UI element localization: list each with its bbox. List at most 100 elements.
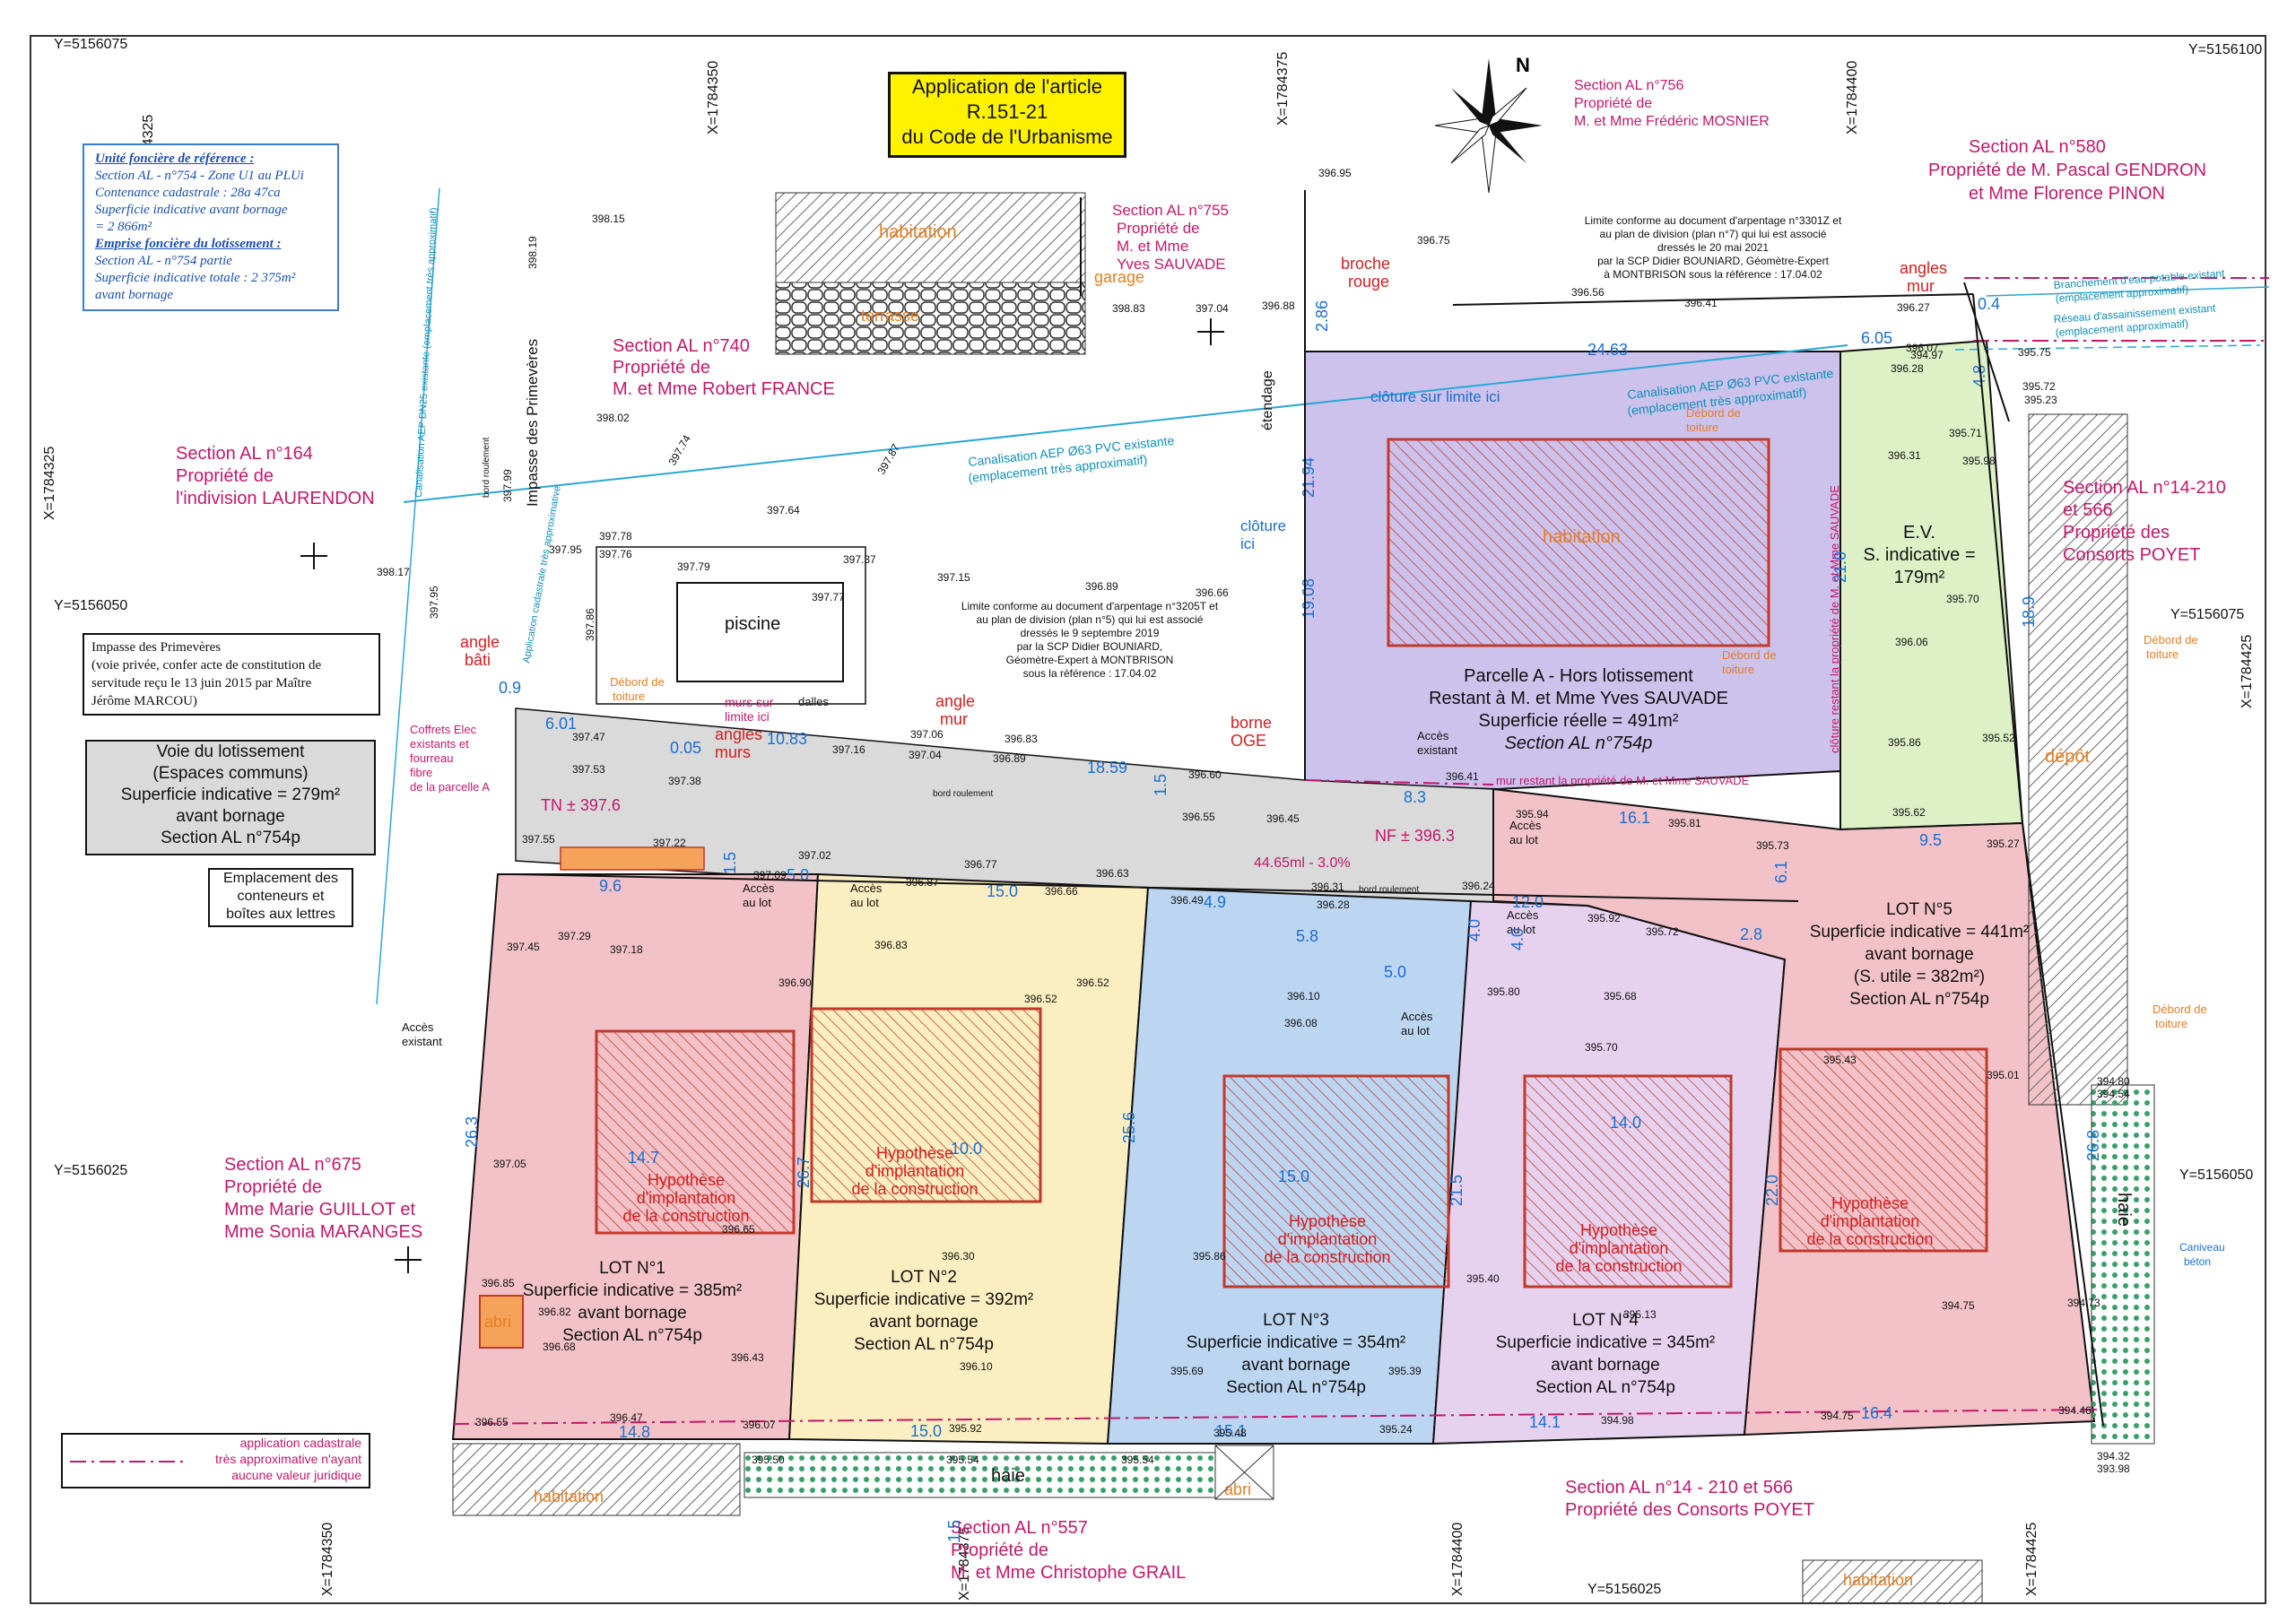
svg-text:Débord de: Débord de (610, 675, 665, 689)
svg-text:rouge: rouge (1348, 273, 1389, 291)
svg-text:angle: angle (935, 692, 975, 710)
svg-text:Canalisation AEP DN25 existant: Canalisation AEP DN25 existante (emplace… (413, 207, 439, 498)
svg-text:fourreau: fourreau (410, 751, 453, 765)
svg-text:l'indivision LAURENDON: l'indivision LAURENDON (176, 489, 375, 508)
svg-text:395.54: 395.54 (946, 1454, 979, 1466)
ref-line: Superficie indicative totale : 2 375m² (95, 271, 296, 285)
svg-text:Y=5156075: Y=5156075 (54, 37, 127, 52)
svg-text:395.23: 395.23 (2024, 394, 2057, 406)
svg-text:395.81: 395.81 (1668, 817, 1701, 829)
svg-text:Propriété des: Propriété des (2063, 523, 2170, 542)
svg-text:21.94: 21.94 (1300, 457, 1318, 498)
svg-text:395.72: 395.72 (2022, 380, 2056, 393)
svg-text:terrasse: terrasse (861, 307, 919, 325)
svg-text:Superficie indicative = 392m²: Superficie indicative = 392m² (814, 1290, 1034, 1309)
svg-text:394.46: 394.46 (2058, 1404, 2092, 1417)
svg-text:ici: ici (1240, 535, 1255, 552)
building-south-west (452, 1443, 741, 1516)
svg-text:10.83: 10.83 (767, 730, 807, 748)
svg-text:394.80: 394.80 (2097, 1075, 2130, 1088)
svg-text:habitation: habitation (1843, 1571, 1913, 1589)
svg-text:396.43: 396.43 (731, 1351, 764, 1364)
svg-text:395.73: 395.73 (1756, 839, 1789, 852)
svg-text:Hypothèse: Hypothèse (1289, 1212, 1366, 1230)
ref-line: Superficie indicative avant bornage (95, 203, 288, 217)
terrasse (775, 282, 1086, 355)
svg-text:clôture: clôture (1240, 517, 1286, 534)
svg-text:toiture: toiture (2146, 647, 2179, 661)
svg-text:397.06: 397.06 (910, 728, 944, 741)
svg-text:abri: abri (1224, 1480, 1251, 1498)
svg-text:16.1: 16.1 (1619, 809, 1650, 827)
article-line-3: du Code de l'Urbanisme (901, 126, 1113, 148)
svg-text:borne: borne (1231, 714, 1272, 732)
svg-text:Section AL n°740: Section AL n°740 (613, 336, 750, 356)
svg-text:Accès: Accès (850, 881, 883, 895)
svg-text:395.70: 395.70 (1946, 593, 1979, 605)
svg-text:395.75: 395.75 (2018, 346, 2051, 359)
svg-text:X=1784350: X=1784350 (320, 1523, 335, 1596)
svg-text:397.45: 397.45 (507, 941, 540, 953)
svg-text:avant bornage: avant bornage (1551, 1356, 1660, 1375)
svg-text:5.0: 5.0 (787, 866, 809, 884)
svg-text:béton: béton (2184, 1255, 2211, 1268)
svg-text:395.92: 395.92 (949, 1422, 982, 1435)
svg-text:X=1784425: X=1784425 (2239, 635, 2255, 708)
article-line-1: Application de l'article (911, 75, 1103, 98)
voie-line: (Espaces communs) (152, 764, 309, 783)
svg-text:396.90: 396.90 (778, 976, 812, 989)
svg-text:dalles: dalles (798, 695, 829, 708)
svg-text:Superficie indicative = 345m²: Superficie indicative = 345m² (1496, 1333, 1716, 1352)
svg-text:397.38: 397.38 (668, 775, 701, 787)
svg-text:395.01: 395.01 (1987, 1069, 2020, 1081)
svg-text:Mme Sonia MARANGES: Mme Sonia MARANGES (224, 1222, 422, 1242)
svg-text:396.60: 396.60 (1188, 768, 1222, 781)
svg-text:haie: haie (991, 1466, 1025, 1486)
svg-text:NF ± 396.3: NF ± 396.3 (1375, 827, 1455, 845)
servitude-line: Jérôme MARCOU) (91, 694, 197, 708)
north-compass: N (1434, 54, 1543, 194)
svg-text:mur: mur (940, 710, 968, 728)
svg-text:16.4: 16.4 (1861, 1404, 1892, 1422)
svg-text:0.4: 0.4 (1978, 295, 2000, 313)
svg-text:397.53: 397.53 (572, 763, 605, 776)
svg-text:Y=5156050: Y=5156050 (54, 598, 127, 613)
svg-text:X=1784400: X=1784400 (1845, 61, 1860, 135)
svg-text:Débord de: Débord de (1722, 648, 1777, 662)
svg-text:Débord de: Débord de (1686, 406, 1741, 420)
svg-text:22.0: 22.0 (1763, 1175, 1781, 1206)
svg-text:396.52: 396.52 (1076, 976, 1109, 989)
voie-line: Superficie indicative = 279m² (120, 785, 341, 804)
svg-text:396.08: 396.08 (1284, 1017, 1318, 1029)
svg-text:de la parcelle A: de la parcelle A (410, 780, 490, 794)
abri-south (1214, 1445, 1274, 1500)
svg-text:Superficie indicative = 354m²: Superficie indicative = 354m² (1187, 1333, 1406, 1352)
svg-text:bord roulement: bord roulement (1359, 885, 1419, 895)
svg-text:bord roulement: bord roulement (933, 789, 993, 799)
hypothese-labels: Hypothèse d'implantation de la construct… (622, 1144, 1933, 1275)
svg-text:étendage: étendage (1260, 370, 1275, 430)
svg-text:Coffrets Elec: Coffrets Elec (410, 723, 477, 736)
ref-line: = 2 866m² (95, 220, 152, 234)
svg-text:d'implantation: d'implantation (865, 1162, 965, 1180)
svg-text:396.28: 396.28 (1891, 362, 1924, 375)
voie-line: Voie du lotissement (156, 742, 305, 761)
habitation-parcelle-a (1387, 438, 1770, 647)
svg-text:LOT N°4: LOT N°4 (1572, 1311, 1639, 1330)
svg-text:396.24: 396.24 (1462, 880, 1495, 892)
svg-text:1.5: 1.5 (721, 852, 739, 874)
svg-text:397.79: 397.79 (677, 560, 710, 573)
svg-text:à MONTBRISON sous la référence: à MONTBRISON sous la référence : 17.04.0… (1604, 268, 1822, 281)
constructions (595, 1007, 1988, 1289)
svg-text:mur restant la propriété de M.: mur restant la propriété de M. et Mme SA… (1496, 774, 1750, 787)
svg-text:Hypothèse: Hypothèse (1580, 1221, 1657, 1239)
svg-text:X=1784375: X=1784375 (957, 1527, 972, 1601)
svg-text:397.55: 397.55 (522, 833, 555, 846)
svg-text:395.43: 395.43 (1823, 1054, 1857, 1066)
svg-text:14.1: 14.1 (1529, 1413, 1561, 1431)
svg-text:Section AL n°754p: Section AL n°754p (1535, 1378, 1675, 1397)
svg-text:396.83: 396.83 (1004, 733, 1038, 745)
svg-text:10.0: 10.0 (951, 1140, 982, 1158)
svg-text:2.86: 2.86 (1313, 300, 1331, 332)
svg-text:397.78: 397.78 (599, 530, 632, 542)
